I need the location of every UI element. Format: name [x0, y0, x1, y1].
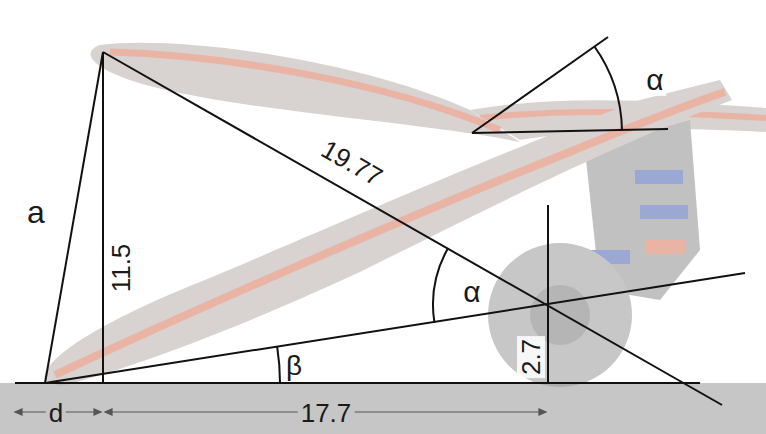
dimension-label: 19.77 [314, 133, 390, 192]
blade-stripe [110, 52, 500, 130]
blade-stripe [55, 92, 725, 375]
ground [0, 383, 766, 434]
dimension-label: d [46, 399, 66, 427]
angle-label: β [283, 351, 305, 381]
dimension-label: 2.7 [517, 336, 545, 378]
ground-line [15, 382, 700, 384]
propeller-picture [45, 43, 766, 387]
inset-line [472, 129, 668, 133]
line-a [45, 52, 103, 383]
inset-line [472, 37, 608, 133]
height-line [102, 52, 104, 383]
angle-label: α [460, 276, 483, 308]
arrow-head [105, 409, 112, 415]
angle-label: α [643, 64, 666, 96]
hub-disc [488, 243, 632, 387]
angle-arc [433, 248, 448, 322]
angle-arc [595, 47, 623, 131]
dimension-label: 17.7 [298, 399, 355, 427]
blade-line [103, 52, 722, 405]
geometry-lines [15, 37, 745, 405]
stripe [640, 205, 688, 219]
arrow-head [94, 409, 101, 415]
dimension-label: a [24, 195, 48, 229]
arrow-head [539, 409, 546, 415]
arrow-head [15, 409, 22, 415]
blade [45, 80, 732, 386]
dimension-label: 11.5 [107, 241, 135, 296]
dimension-lines [15, 409, 546, 415]
hub-height-line [547, 205, 549, 383]
tip-hub-line [45, 273, 745, 383]
angle-arc [277, 347, 280, 383]
stripe [645, 240, 685, 254]
blade [91, 43, 520, 142]
stripe [635, 170, 683, 184]
